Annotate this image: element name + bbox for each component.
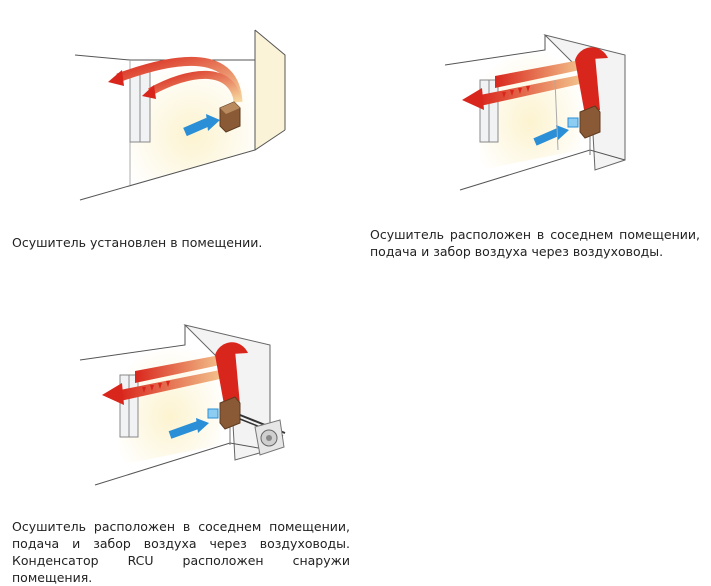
supply-duct [495,60,580,88]
diffuser-outlets [502,86,530,98]
vertical-duct [215,350,240,410]
diffuser-outlets [142,381,170,393]
room-back-wall [130,60,255,185]
diagram-adjacent-room-rcu [70,315,300,505]
supply-duct [135,355,220,383]
cold-air-arrow [168,421,200,439]
room-outline [74,30,256,61]
diagram-in-room [60,10,300,210]
caption-adjacent-room-rcu: Осушитель расположен в соседнем помещени… [12,519,350,585]
warm-air-arrow [148,70,242,103]
caption-adjacent-room: Осушитель расположен в соседнем помещени… [370,227,700,259]
diagram-adjacent-room [440,20,640,210]
dehumidifier-unit [579,105,601,139]
cold-air-arrow [183,117,210,137]
cold-air-arrow [533,128,560,146]
room-outline [79,325,186,361]
dehumidifier-unit [219,396,241,430]
vertical-duct [575,55,600,115]
room-outline [444,35,546,66]
room-side-wall [255,30,285,150]
caption-in-room: Осушитель установлен в помещении. [12,235,263,250]
